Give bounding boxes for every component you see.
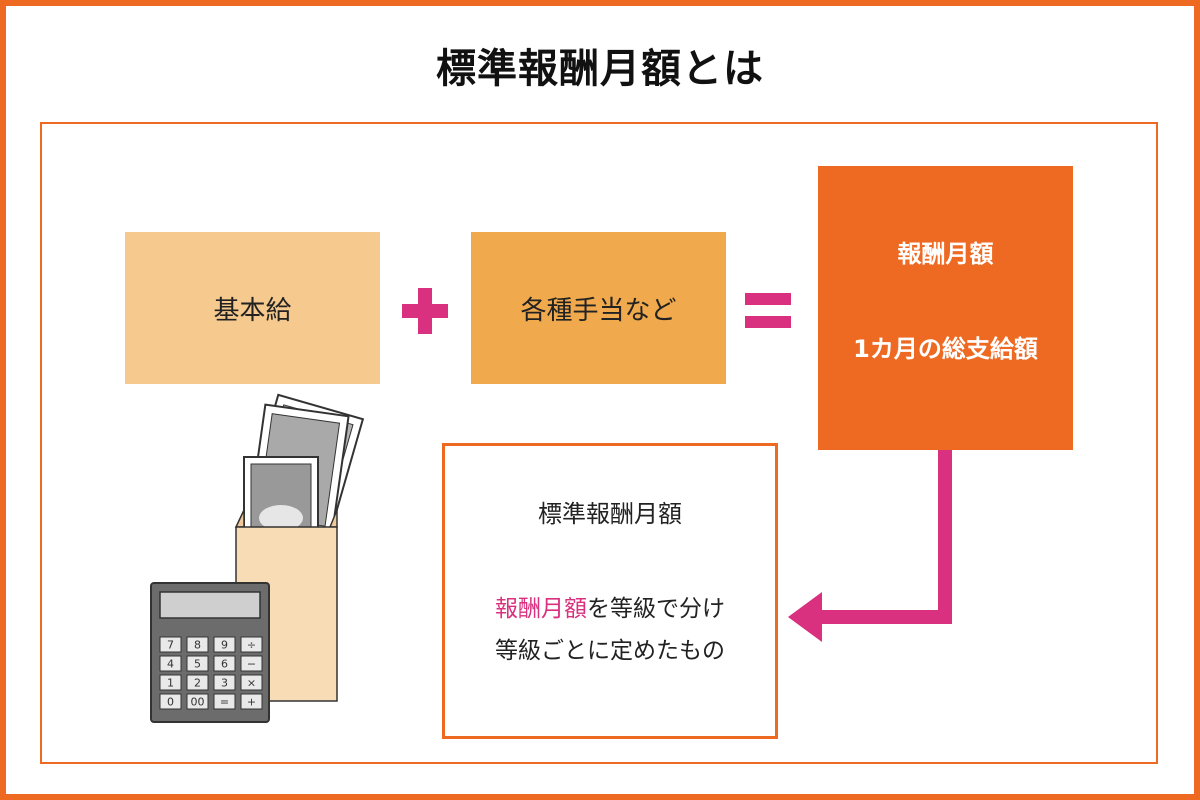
allowances-label: 各種手当など xyxy=(520,295,677,326)
calculator-key xyxy=(240,636,263,653)
equals-sign-top xyxy=(745,293,791,305)
calculator-key xyxy=(240,674,263,691)
calculator-key-label: 1 xyxy=(167,677,174,690)
calculator-key xyxy=(186,636,209,653)
allowances-box: 各種手当など xyxy=(471,232,726,384)
calculator-key xyxy=(186,674,209,691)
calculator-key-label: − xyxy=(247,658,256,671)
calculator-key-label: 2 xyxy=(194,677,201,690)
result-line-2: 等級ごとに定めたもの xyxy=(495,638,725,664)
diagram-frame xyxy=(40,122,1158,764)
result-line-1: 報酬月額を等級で分け xyxy=(445,589,775,623)
flow-arrow xyxy=(788,450,952,642)
calculator-key-label: 6 xyxy=(221,658,228,671)
result-line-1-rest: を等級で分け xyxy=(587,596,725,622)
calculator-key-label: 7 xyxy=(167,639,174,652)
calculator-key xyxy=(213,655,236,672)
calculator-key-label: 9 xyxy=(221,639,228,652)
monthly-pay-title: 報酬月額 xyxy=(897,240,994,268)
calculator-key-label: 00 xyxy=(191,696,205,709)
calculator-key xyxy=(240,655,263,672)
calculator-key xyxy=(159,693,182,710)
calculator-key-label: 5 xyxy=(194,658,201,671)
calculator-key-label: ÷ xyxy=(247,639,256,652)
calculator-key-label: + xyxy=(247,696,256,709)
result-highlight: 報酬月額 xyxy=(495,596,587,622)
calculator-key xyxy=(186,655,209,672)
calculator-key xyxy=(159,636,182,653)
base-pay-label: 基本給 xyxy=(213,295,292,326)
calculator-key-label: 4 xyxy=(167,658,174,671)
plus-sign-vertical xyxy=(418,288,432,334)
calculator-key xyxy=(213,674,236,691)
equals-sign-bottom xyxy=(745,316,791,328)
page-title: 標準報酬月額とは xyxy=(436,46,764,92)
result-title: 標準報酬月額 xyxy=(538,500,682,528)
calculator-key-label: 3 xyxy=(221,677,228,690)
calculator-key-label: = xyxy=(220,696,229,709)
monthly-pay-desc: 1カ月の総支給額 xyxy=(853,335,1038,363)
monthly-pay-box: 報酬月額 1カ月の総支給額 xyxy=(818,166,1073,450)
calculator-key xyxy=(213,636,236,653)
base-pay-box: 基本給 xyxy=(125,232,380,384)
calculator-key xyxy=(159,655,182,672)
calculator-key-label: × xyxy=(247,677,256,690)
calculator-key xyxy=(213,693,236,710)
standard-monthly-pay-box: 標準報酬月額 報酬月額を等級で分け 等級ごとに定めたもの xyxy=(442,443,778,739)
calculator-key xyxy=(159,674,182,691)
calculator-key-label: 8 xyxy=(194,639,201,652)
calculator-key-label: 0 xyxy=(167,696,174,709)
banknotes-icon xyxy=(242,393,365,566)
calculator-key xyxy=(186,693,209,710)
calculator-key xyxy=(240,693,263,710)
